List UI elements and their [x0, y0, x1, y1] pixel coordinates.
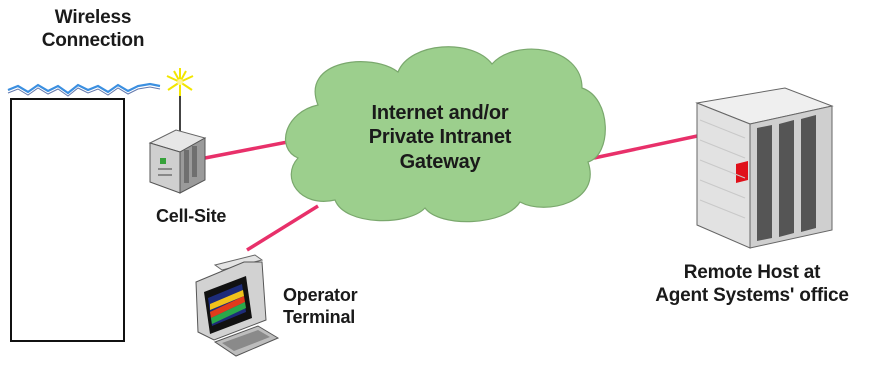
wireless-label-line-2: Connection [41, 30, 145, 52]
cloud-label-line-3: Gateway [399, 150, 481, 173]
computer-terminal-icon [195, 254, 280, 357]
operator-terminal-label: Operator Terminal [283, 285, 358, 329]
wireless-label-line-1: Wireless [54, 7, 132, 28]
cloud-label: Internet and/or Private Intranet Gateway [330, 101, 550, 174]
cell-tower-icon [148, 96, 207, 194]
link-terminal-cloud [246, 204, 319, 252]
network-cloud-icon [285, 46, 606, 223]
cell-site-label: Cell-Site [156, 206, 226, 228]
wireless-signal-icon-shadow [7, 86, 161, 97]
cloud-label-line-2: Private Intranet [368, 126, 512, 149]
handheld-device-outline [10, 98, 125, 342]
remote-label-line-2: Agent Systems' office [655, 285, 849, 307]
antenna-flash-icon [166, 68, 194, 96]
cell-site-label-text: Cell-Site [156, 206, 227, 226]
remote-host-label: Remote Host at Agent Systems' office [628, 261, 875, 307]
wireless-signal-icon [7, 82, 161, 95]
remote-label-line-1: Remote Host at [683, 262, 821, 283]
operator-label-line-2: Terminal [283, 306, 356, 327]
link-cloud-remote-host [593, 133, 703, 160]
connection-lines [204, 133, 703, 252]
server-rack-icon [695, 87, 834, 249]
cloud-label-line-1: Internet and/or [371, 102, 509, 124]
wireless-connection-label: Wireless Connection [18, 6, 168, 52]
operator-label-line-1: Operator [283, 285, 358, 305]
link-cellsite-cloud [204, 138, 299, 160]
